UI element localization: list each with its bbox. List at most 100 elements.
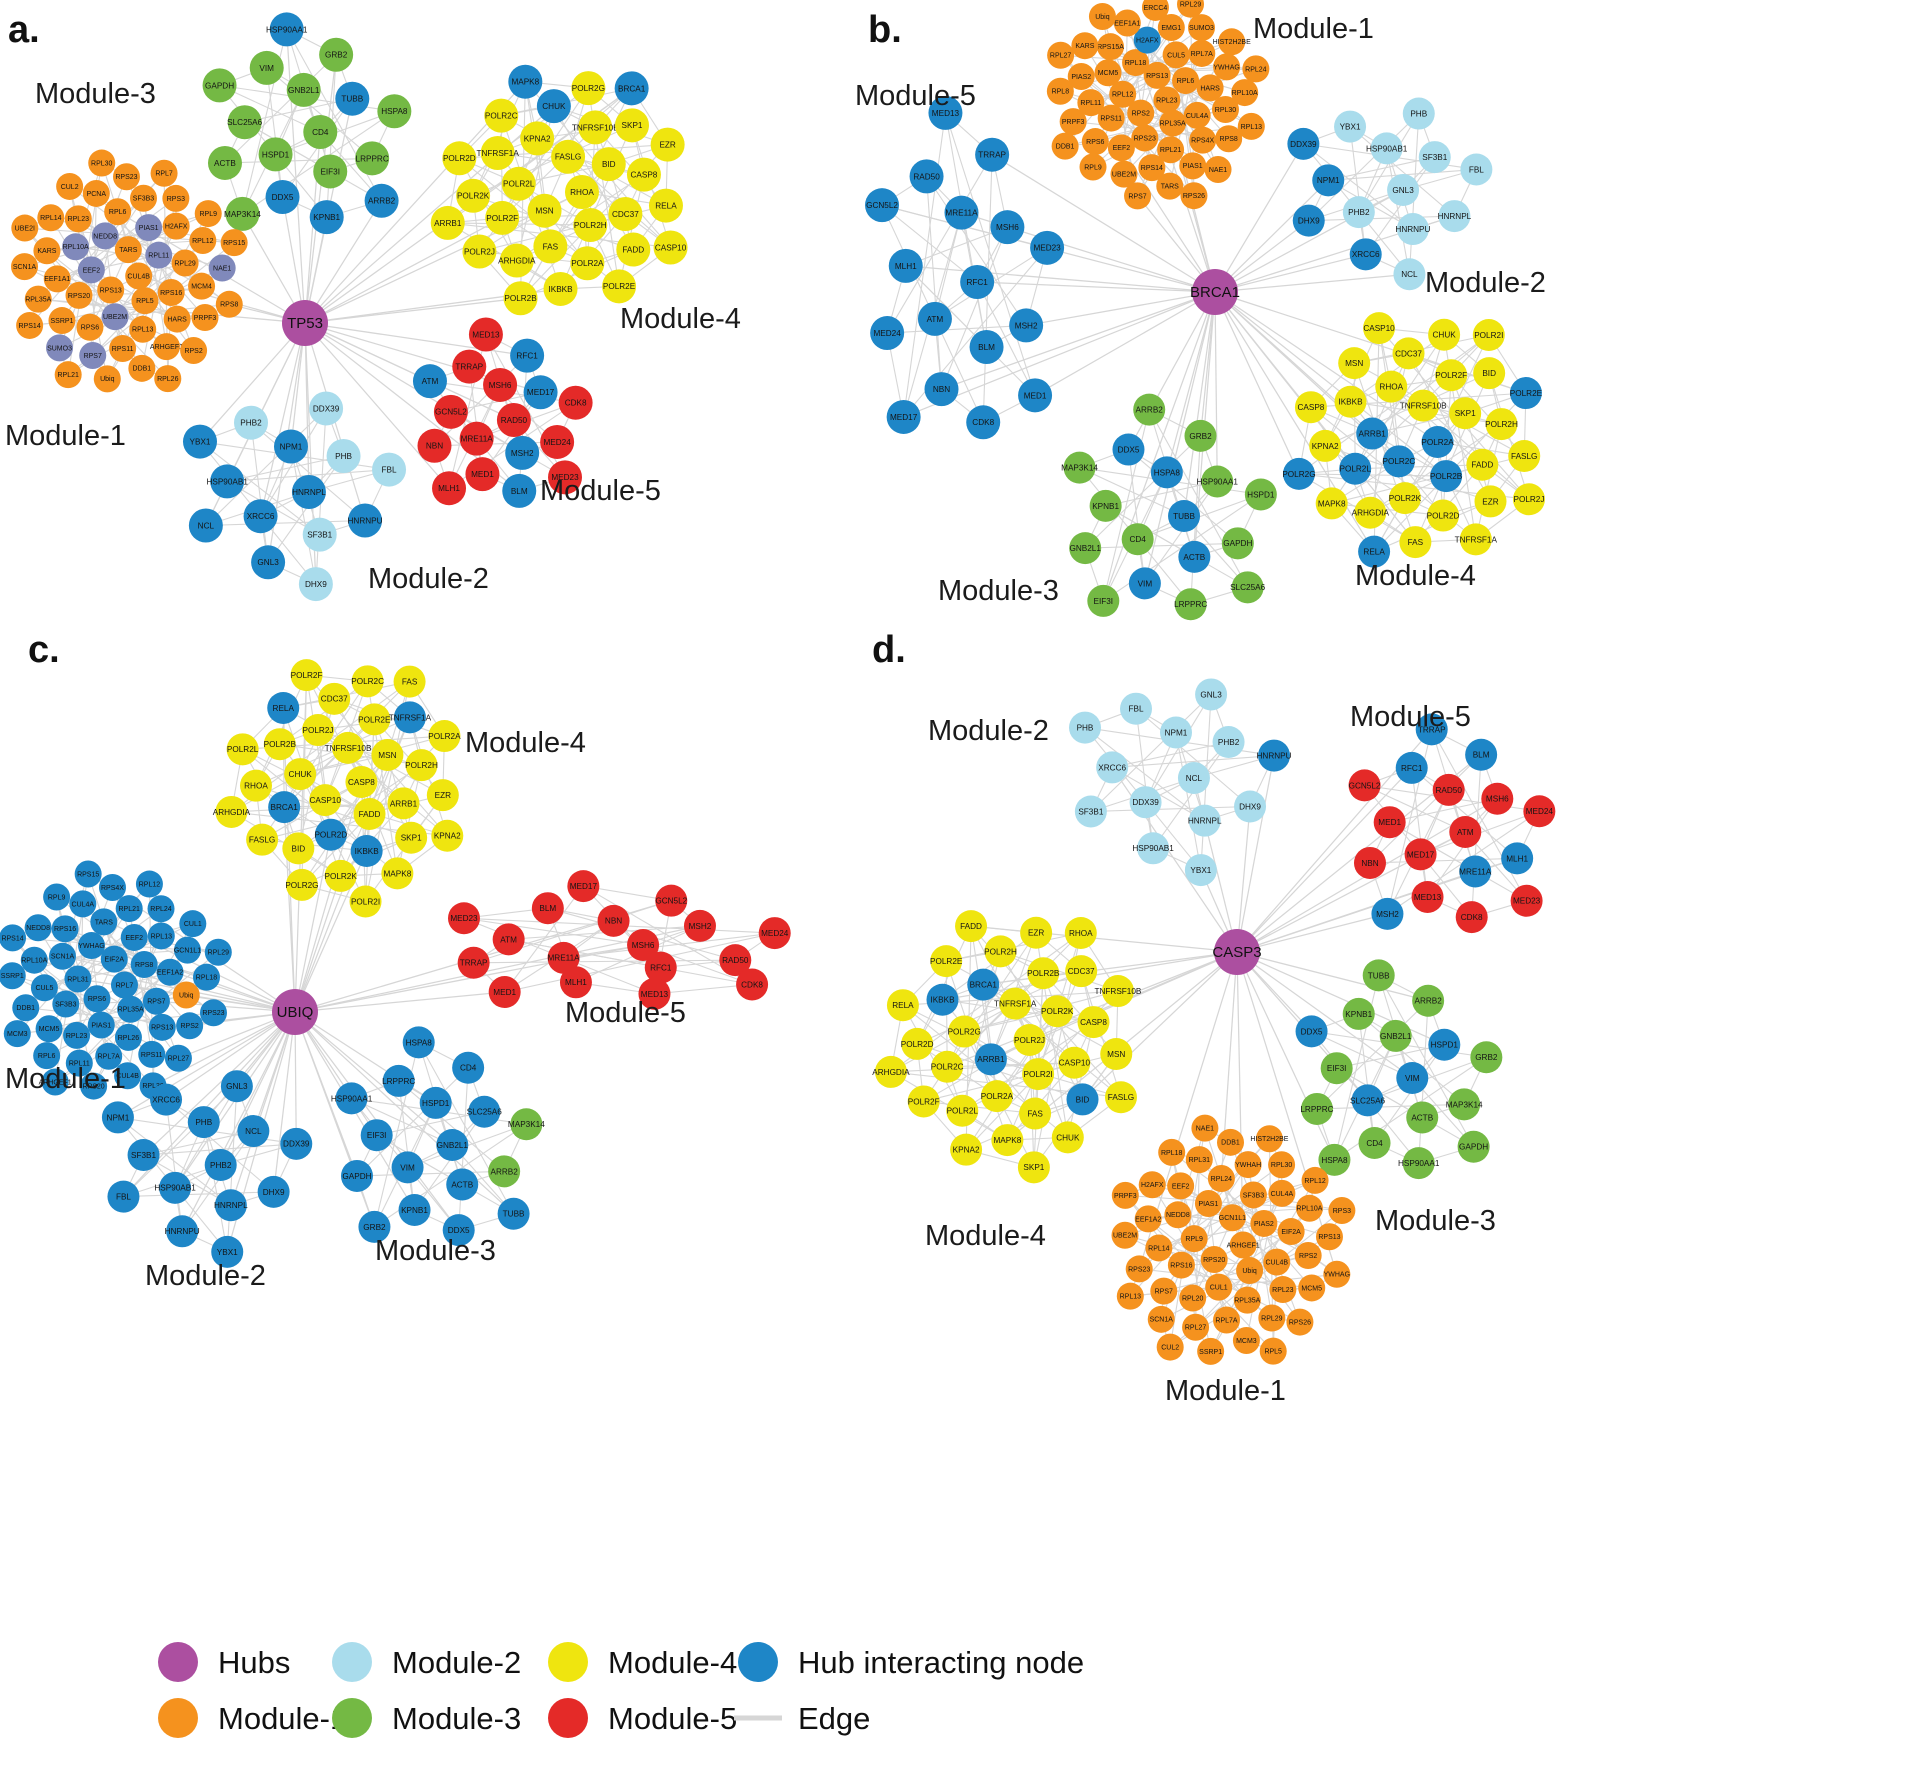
gene-node-MLH1 [1501, 842, 1534, 875]
gene-node-HSP90AA1 [269, 12, 304, 47]
gene-node-CDK8 [736, 968, 769, 1001]
gene-node-label: MRE11A [1459, 867, 1492, 876]
gene-node-label: YWHAG [1213, 64, 1239, 71]
gene-node-KPNA2 [950, 1133, 983, 1166]
gene-node-Ubiq [93, 365, 121, 393]
gene-node-XRCC6 [1349, 238, 1382, 271]
hub-edge [294, 875, 342, 1013]
gene-node-label: POLR2B [504, 294, 537, 303]
gene-node-CASP8 [626, 157, 661, 192]
gene-node-label: CUL1 [184, 921, 202, 928]
gene-node-RFC1 [510, 338, 545, 373]
gene-node-ACTB [446, 1168, 479, 1201]
hub-edge [1214, 253, 1366, 293]
gene-node-label: RPS23 [1134, 135, 1156, 142]
gene-node-label: MSN [1107, 1050, 1125, 1059]
gene-node-label: POLR2K [1041, 1007, 1074, 1016]
edge [1350, 334, 1445, 403]
gene-node-label: HSPD1 [1247, 490, 1275, 499]
gene-node-label: RFC1 [650, 964, 672, 973]
gene-node-POLR2E [930, 945, 963, 978]
gene-node-label: RFC1 [516, 352, 538, 361]
hub-edge [983, 951, 1238, 986]
gene-node-HSP90AA1 [1201, 465, 1234, 498]
gene-node-GCN5L2 [655, 884, 688, 917]
edge [1308, 113, 1420, 222]
gene-node-GAPDH [340, 1159, 373, 1192]
gene-node-RPS7 [79, 342, 107, 370]
gene-node-label: PHB [1410, 109, 1427, 118]
gene-node-RPL21 [54, 361, 82, 389]
gene-node-label: RPS3 [1333, 1208, 1351, 1215]
gene-node-label: MCM3 [7, 1031, 28, 1038]
gene-node-label: DDB1 [16, 1005, 35, 1012]
gene-node-RPS23 [1125, 1255, 1153, 1283]
gene-node-RFC1 [644, 951, 677, 984]
gene-node-DDX5 [265, 179, 300, 214]
gene-node-RPL24 [1242, 55, 1270, 83]
gene-node-label: POLR2H [405, 761, 438, 770]
gene-node-label: FADD [622, 245, 644, 254]
gene-node-POLR2H [984, 935, 1017, 968]
gene-node-label: POLR2E [930, 957, 963, 966]
gene-node-CUL1 [1205, 1273, 1233, 1301]
gene-node-label: RAD50 [1435, 786, 1462, 795]
gene-node-label: CASP10 [309, 796, 341, 805]
gene-node-label: TNFRSF10B [1400, 402, 1447, 411]
gene-node-label: NEDD8 [93, 233, 117, 240]
gene-node-label: RPS14 [1141, 165, 1163, 172]
edge [306, 674, 362, 783]
gene-node-label: YWHAG [1324, 1272, 1350, 1279]
gene-node-LRPPRC [355, 141, 390, 176]
gene-node-TNFRSF10B [1101, 975, 1134, 1008]
edge [508, 938, 753, 986]
gene-node-label: RPL7A [1191, 51, 1214, 58]
gene-node-label: HARS [167, 316, 187, 323]
hub-edge [991, 154, 1216, 293]
gene-node-label: GAPDH [205, 81, 234, 90]
gene-node-HSPA8 [377, 94, 412, 129]
gene-node-XRCC6 [150, 1083, 183, 1116]
gene-node-HARS [163, 305, 191, 333]
gene-node-label: CDC37 [321, 695, 348, 704]
gene-node-PHB2 [1212, 726, 1245, 759]
gene-node-label: RPL23 [68, 216, 90, 223]
gene-node-UBE2M [1110, 160, 1138, 188]
gene-node-RPL13 [1116, 1282, 1144, 1310]
gene-node-label: PIAS2 [1071, 74, 1091, 81]
edge [887, 324, 1027, 334]
gene-node-label: RPS4X [101, 885, 124, 892]
gene-node-SUMO3 [46, 334, 74, 362]
gene-node-EIF2A [100, 945, 128, 973]
gene-node-label: SF3B1 [1078, 807, 1103, 816]
gene-node-label: RPS16 [1170, 1262, 1192, 1269]
gene-node-label: LRPPRC [1300, 1105, 1333, 1114]
gene-node-RPS11 [109, 335, 137, 363]
gene-node-EZR [1020, 916, 1053, 949]
gene-node-label: KPNB1 [401, 1206, 428, 1215]
edge [351, 1097, 453, 1146]
gene-node-BLM [969, 330, 1004, 365]
gene-node-label: TNFRSF10B [325, 744, 372, 753]
edge [944, 112, 1036, 396]
module-label: Module-3 [375, 1235, 496, 1267]
gene-node-RPS4X [1189, 126, 1217, 154]
edge [266, 67, 373, 159]
gene-node-PIAS1 [135, 214, 163, 242]
gene-node-POLR2B [1027, 957, 1060, 990]
gene-node-label: NPM1 [107, 1113, 130, 1122]
gene-node-RPL24 [1207, 1165, 1235, 1193]
gene-node-FBL [372, 452, 407, 487]
gene-node-RPL29 [204, 938, 232, 966]
gene-node-label: ACTB [1411, 1113, 1433, 1122]
gene-node-label: RPL18 [1125, 60, 1147, 67]
gene-node-label: NBN [933, 385, 950, 394]
gene-node-label: EZR [435, 791, 451, 800]
gene-node-label: HSP90AB1 [1132, 844, 1174, 853]
gene-node-label: POLR2F [908, 1097, 940, 1106]
gene-node-label: FASLG [1108, 1093, 1134, 1102]
gene-node-LRPPRC [382, 1064, 415, 1097]
gene-node-label: MED1 [471, 470, 494, 479]
gene-node-RPL7A [95, 1042, 123, 1070]
edge [266, 67, 284, 198]
